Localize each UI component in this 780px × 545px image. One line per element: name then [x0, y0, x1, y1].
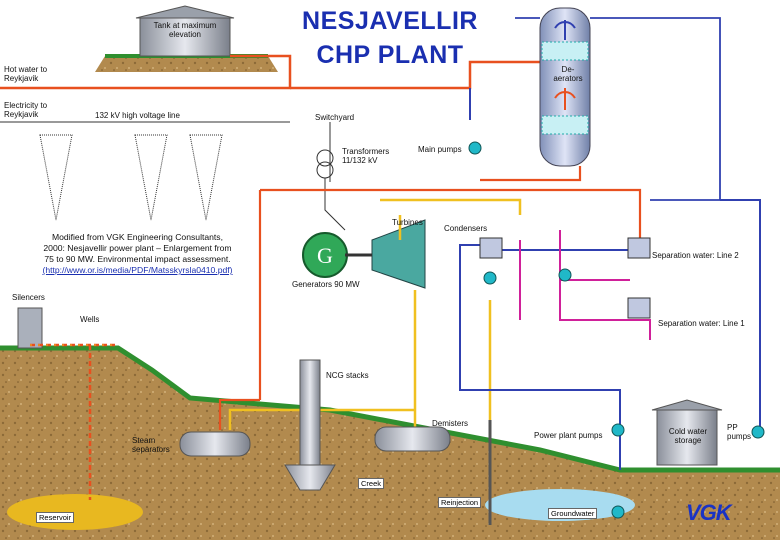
separator-box-line2 [627, 237, 651, 259]
credit-line-1: Modified from VGK Engineering Consultant… [51, 232, 223, 242]
silencer [17, 307, 43, 349]
sep-line2-label: Separation water: Line 2 [652, 251, 739, 260]
condenser-pump-icon [483, 271, 497, 285]
separator-pump-icon [558, 268, 572, 282]
page-title: NESJAVELLIR CHP PLANT [290, 4, 490, 72]
separator-box-line1 [627, 297, 651, 319]
power-plant-pumps-label: Power plant pumps [534, 431, 603, 440]
generators-label: Generators 90 MW [292, 280, 360, 289]
hot-water-label: Hot water to Reykjavik [4, 65, 48, 83]
transformers-label: Transformers 11/132 kV [342, 147, 390, 165]
pp-pump-icon [751, 425, 765, 439]
turbines-label: Turbines [392, 218, 423, 227]
groundwater-pump-icon [611, 505, 625, 519]
pp-pumps-label: PP pumps [727, 423, 752, 441]
reservoir-pool [7, 494, 143, 530]
red-loop [218, 188, 642, 430]
wells-label: Wells [80, 315, 100, 324]
reinjection-label: Reinjection [438, 497, 482, 508]
credit-text: Modified from VGK Engineering Consultant… [10, 232, 265, 276]
svg-text:G: G [317, 243, 333, 268]
reservoir-label: Reservoir [36, 512, 75, 523]
credit-link[interactable]: (http://www.or.is/media/PDF/Matsskyrsla0… [42, 265, 233, 275]
demister [374, 426, 451, 452]
credit-line-2: 2000: Nesjavellir power plant – Enlargem… [43, 243, 232, 253]
tank-label: Tank at maximum elevation [153, 21, 217, 39]
title-line-1: NESJAVELLIR [302, 7, 478, 35]
ncg-stack [299, 359, 321, 466]
cold-water-line [459, 199, 761, 470]
demisters-label: Demisters [432, 419, 469, 428]
condenser-box [479, 237, 503, 259]
credit-line-3: 75 to 90 MW. Environmental impact assess… [44, 254, 231, 264]
ncg-stacks-label: NCG stacks [326, 371, 369, 380]
title-line-2: CHP PLANT [316, 41, 464, 69]
turbine-icon [371, 219, 426, 289]
hill-terrain [95, 56, 278, 72]
switchyard-label: Switchyard [315, 113, 355, 122]
silencers-label: Silencers [12, 293, 45, 302]
steam-line [228, 198, 522, 430]
power-plant-pump-icon [611, 423, 625, 437]
grass-edge [0, 345, 780, 473]
deaerators-label: De-aerators [553, 65, 583, 83]
elevation-tank [139, 17, 231, 57]
main-pumps-label: Main pumps [418, 145, 462, 154]
transformer-icon [316, 149, 334, 167]
condensers-label: Condensers [444, 224, 488, 233]
cold-water-storage-label: Cold water storage [668, 427, 708, 445]
sep-line1-label: Separation water: Line 1 [658, 319, 745, 328]
steam-separator [179, 431, 251, 457]
steam-separators-label: Steam separators [132, 436, 170, 454]
main-pump-icon [468, 141, 482, 155]
creek-label: Creek [358, 478, 385, 489]
hv-line-label: 132 kV high voltage line [95, 111, 180, 120]
electricity-label: Electricity to Reykjavik [4, 101, 48, 119]
hot-water-line [0, 54, 292, 90]
vgk-logo: VGK [686, 500, 732, 525]
cold-water-tank [656, 409, 718, 466]
groundwater-label: Groundwater [548, 508, 598, 519]
groundwater-pool [485, 489, 635, 521]
